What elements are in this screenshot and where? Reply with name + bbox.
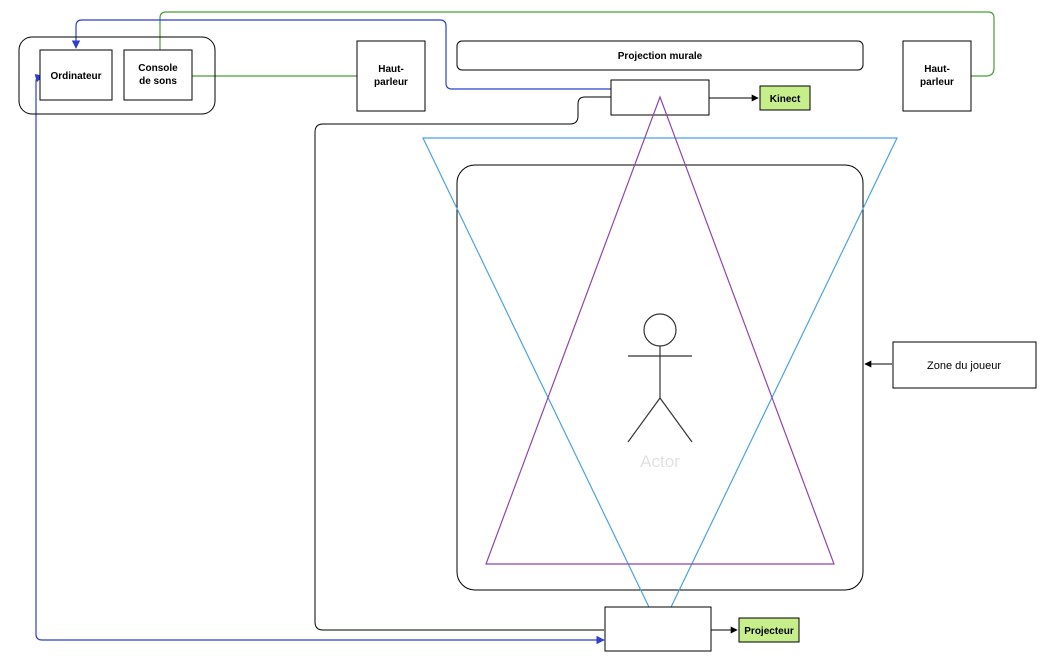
ordinateur-box: [39, 49, 113, 101]
console-box: [123, 49, 193, 101]
haut-parleur-right-line2: parleur: [920, 77, 954, 88]
console-label-line1: Console: [138, 63, 178, 74]
kinect-label: Kinect: [770, 94, 801, 105]
actor-icon: [627, 313, 693, 443]
projecteur-device-box: [604, 606, 712, 652]
projection-murale-label: Projection murale: [618, 51, 703, 62]
black-link-kinect-to-projecteur: [314, 96, 611, 631]
haut-parleur-right-line1: Haut-: [924, 64, 950, 75]
haut-parleur-box-right: [902, 40, 972, 112]
player-zone-box: [456, 164, 864, 591]
projecteur-label-box: [738, 617, 800, 643]
green-link-console-to-right-speaker: [159, 11, 995, 77]
ordinateur-label: Ordinateur: [50, 71, 101, 82]
projector-beam-triangle: [422, 137, 898, 632]
kinect-label-box: [759, 85, 811, 111]
blue-link-ordinateur-projecteur: [35, 75, 605, 645]
projection-murale-box: [456, 40, 864, 71]
haut-parleur-left-line2: parleur: [374, 77, 408, 88]
projecteur-label: Projecteur: [744, 626, 794, 637]
zone-joueur-box: [892, 341, 1037, 389]
haut-parleur-left-line1: Haut-: [378, 64, 404, 75]
actor-label: Actor: [640, 452, 680, 471]
haut-parleur-box-left: [356, 40, 426, 112]
kinect-field-triangle: [485, 95, 835, 565]
blue-link-kinect-to-ordinateur: [71, 19, 611, 90]
computer-group-container: [18, 36, 216, 115]
zone-joueur-label: Zone du joueur: [927, 360, 1001, 372]
console-label-line2: de sons: [139, 76, 177, 87]
